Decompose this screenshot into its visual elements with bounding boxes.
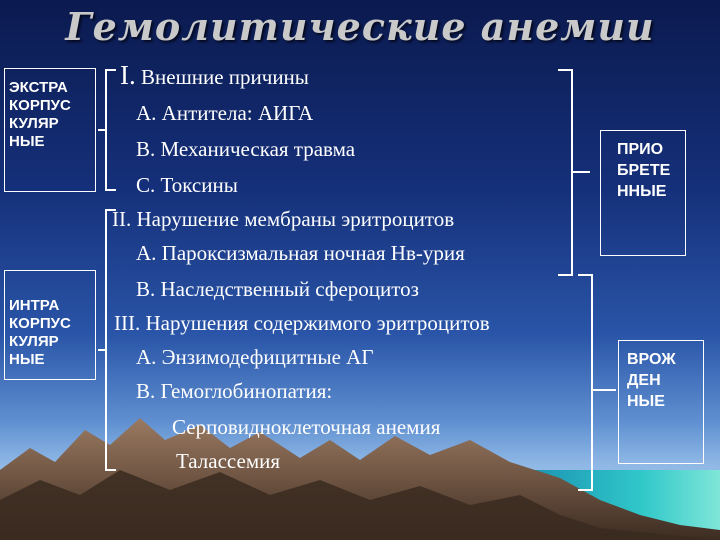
congenital-box: ВРОЖ ДЕН НЫЕ [618,340,704,464]
left-bracket-intra [98,209,116,471]
congenital-label: ВРОЖ ДЕН НЫЕ [627,351,676,410]
extracorpuscular-label: ЭКСТРА КОРПУС КУЛЯР НЫЕ [9,79,71,150]
item-ii: II. Нарушение мембраны эритроцитов [112,207,455,231]
item-i-roman: I. [120,60,136,90]
item-i-a: А. Антитела: АИГА [136,101,314,125]
item-i-b: В. Механическая травма [136,137,356,161]
item-iii-a: А. Энзимодефицитные АГ [136,345,374,369]
acquired-label: ПРИО БРЕТЕ ННЫЕ [617,141,671,200]
item-ii-b: В. Наследственный сфероцитоз [136,277,419,301]
item-i-c: С. Токсины [136,173,238,197]
acquired-box: ПРИО БРЕТЕ ННЫЕ [600,130,686,256]
right-bracket-congenital [578,274,616,491]
item-i: I. Внешние причины [120,62,309,90]
item-iii-b1: Серповидноклеточная анемия [172,415,441,439]
slide-title: Гемолитические анемии [65,4,655,49]
left-bracket-extra [98,69,116,191]
intracorpuscular-box: ИНТРА КОРПУС КУЛЯР НЫЕ [4,270,96,380]
extracorpuscular-box: ЭКСТРА КОРПУС КУЛЯР НЫЕ [4,68,96,192]
item-i-text: Внешние причины [141,65,309,89]
item-iii-b: В. Гемоглобинопатия: [136,379,333,403]
item-ii-a: А. Пароксизмальная ночная Нв-урия [136,241,465,265]
item-iii: III. Нарушения содержимого эритроцитов [114,311,490,335]
right-bracket-acquired [558,69,590,276]
intracorpuscular-label: ИНТРА КОРПУС КУЛЯР НЫЕ [9,297,71,368]
item-iii-b2: Талассемия [176,449,281,473]
